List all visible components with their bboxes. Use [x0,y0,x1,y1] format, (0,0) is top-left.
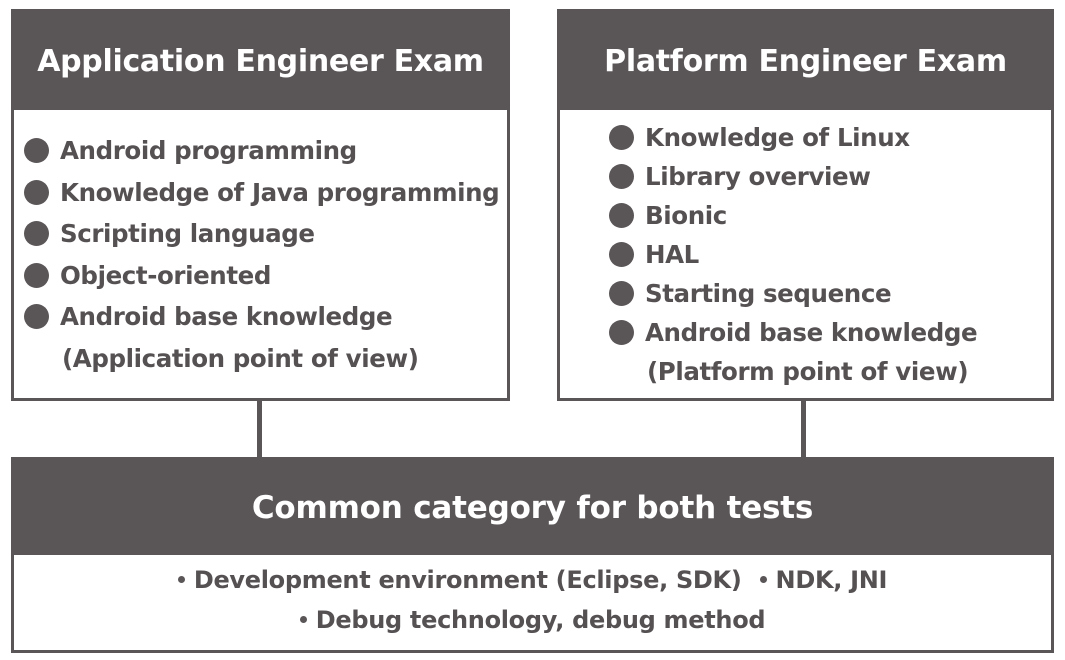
common-category-box: Common category for both tests Developme… [11,457,1054,653]
list-item: Knowledge of Java programming [16,172,507,214]
bullet-icon [24,138,49,163]
bullet-icon [24,179,49,205]
application-exam-box: Application Engineer Exam Android progra… [11,9,510,401]
platform-exam-box: Platform Engineer Exam Knowledge of Linu… [557,9,1054,401]
item-label: Starting sequence [645,279,892,308]
item-note: (Platform point of view) [647,357,969,386]
list-item: Knowledge of Linux [601,118,1051,157]
dot-icon [177,575,185,583]
common-category-items: Development environment (Eclipse, SDK) ND… [14,555,1051,640]
dot-icon [299,615,307,623]
platform-exam-title: Platform Engineer Exam [560,12,1051,110]
bullet-icon [609,320,634,345]
item-label: Knowledge of Linux [645,123,910,152]
item-label: Object-oriented [60,260,272,290]
common-item: Development environment (Eclipse, SDK) [193,566,742,594]
list-item: Library overview [601,157,1051,196]
list-item: Object-oriented [16,255,507,297]
list-item: Android programming [16,130,507,172]
item-label: HAL [645,240,699,269]
common-item: Debug technology, debug method [315,606,766,634]
application-exam-title: Application Engineer Exam [14,12,507,110]
dot-icon [759,575,767,583]
list-item: Android base knowledge (Application poin… [16,296,507,379]
common-line-2: Debug technology, debug method [14,600,1051,640]
item-label: Android base knowledge [645,318,978,347]
item-note: (Application point of view) [62,343,419,373]
list-item: HAL [601,235,1051,274]
connector-line-left [257,400,262,458]
list-item: Scripting language [16,213,507,255]
list-item: Starting sequence [601,274,1051,313]
item-label: Bionic [645,201,727,230]
common-category-title: Common category for both tests [14,460,1051,555]
common-item: NDK, JNI [775,566,888,594]
list-item: Bionic [601,196,1051,235]
bullet-icon [609,203,634,228]
bullet-icon [609,164,634,189]
bullet-icon [24,262,49,288]
bullet-icon [24,304,49,329]
item-label: Android programming [60,136,357,165]
common-line-1: Development environment (Eclipse, SDK) ND… [14,560,1051,600]
item-label: Android base knowledge [60,302,393,331]
bullet-icon [24,221,49,246]
connector-line-right [801,400,806,458]
bullet-icon [609,281,634,306]
item-label: Scripting language [60,219,315,248]
item-label: Library overview [645,162,871,191]
item-label: Knowledge of Java programming [60,177,500,207]
bullet-icon [609,125,634,150]
application-exam-item-list: Android programming Knowledge of Java pr… [14,110,507,379]
platform-exam-item-list: Knowledge of Linux Library overview Bion… [560,110,1051,391]
list-item: Android base knowledge (Platform point o… [601,313,1051,391]
bullet-icon [609,242,634,267]
